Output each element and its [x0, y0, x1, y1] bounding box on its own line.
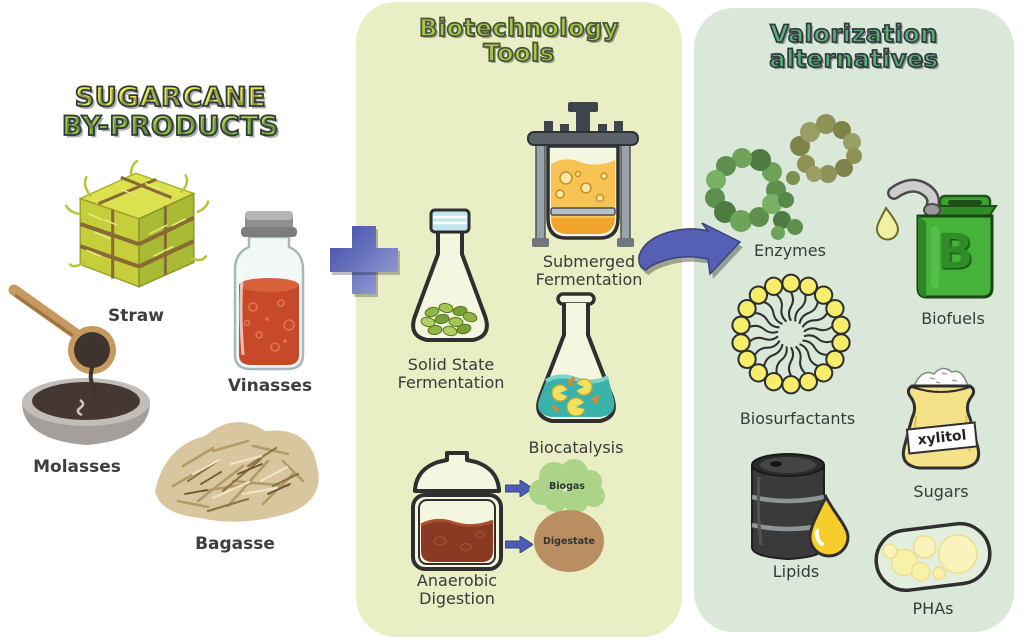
bagasse-pile-icon: [143, 396, 330, 534]
sugarcane-byproducts-title: SUGARCANE BY-PRODUCTS: [28, 82, 313, 141]
digester-icon: [402, 447, 512, 573]
erlenmeyer-solids-icon: [400, 204, 500, 354]
biotechnology-tools-title: Biotechnology Tools: [418, 14, 619, 68]
curved-arrow-icon: [636, 222, 750, 284]
micelle-icon: [723, 268, 859, 400]
lipids-label: Lipids: [772, 562, 820, 581]
sugars-label: Sugars: [913, 482, 969, 501]
biogas-output: Biogas: [524, 458, 610, 514]
biotechnology-tools-panel: [356, 2, 682, 637]
digestate-output: Digestate: [534, 510, 604, 572]
bagasse-label: Bagasse: [195, 534, 275, 554]
solid-state-fermentation-label: Solid State Fermentation: [397, 355, 505, 393]
submerged-fermentation-label: Submerged Fermentation: [535, 252, 643, 290]
vinasses-label: Vinasses: [227, 376, 313, 396]
molasses-label: Molasses: [33, 457, 121, 477]
digestate-arrow-icon: [504, 535, 534, 554]
straw-bale-icon: [60, 153, 212, 305]
pha-cell-icon: [866, 514, 1000, 600]
biofuels-label: Biofuels: [921, 309, 985, 328]
biocatalysis-label: Biocatalysis: [528, 438, 624, 457]
oil-barrel-icon: [738, 445, 854, 567]
phas-label: PHAs: [912, 599, 954, 618]
sugar-bag-icon: [882, 356, 1000, 478]
digestate-label: Digestate: [543, 535, 595, 547]
straw-label: Straw: [108, 306, 164, 326]
valorization-alternatives-title: Valorization alternatives: [769, 20, 939, 74]
molasses-bowl-icon: [0, 282, 172, 457]
enzyme-protein-icon: [698, 104, 880, 244]
biofuel-can-letter: B: [936, 224, 974, 280]
biogas-label: Biogas: [549, 480, 585, 492]
bioreactor-icon: [520, 100, 646, 252]
anaerobic-digestion-label: Anaerobic Digestion: [416, 571, 498, 609]
erlenmeyer-biocatalysis-icon: [524, 289, 628, 437]
fuel-can-icon: [868, 176, 1010, 308]
biogas-cloud-icon: [529, 459, 605, 513]
plus-icon: [330, 226, 398, 294]
enzymes-label: Enzymes: [754, 241, 826, 260]
vinasses-vial-icon: [223, 207, 315, 377]
biosurfactants-label: Biosurfactants: [739, 409, 856, 428]
biogas-arrow-icon: [504, 479, 534, 498]
